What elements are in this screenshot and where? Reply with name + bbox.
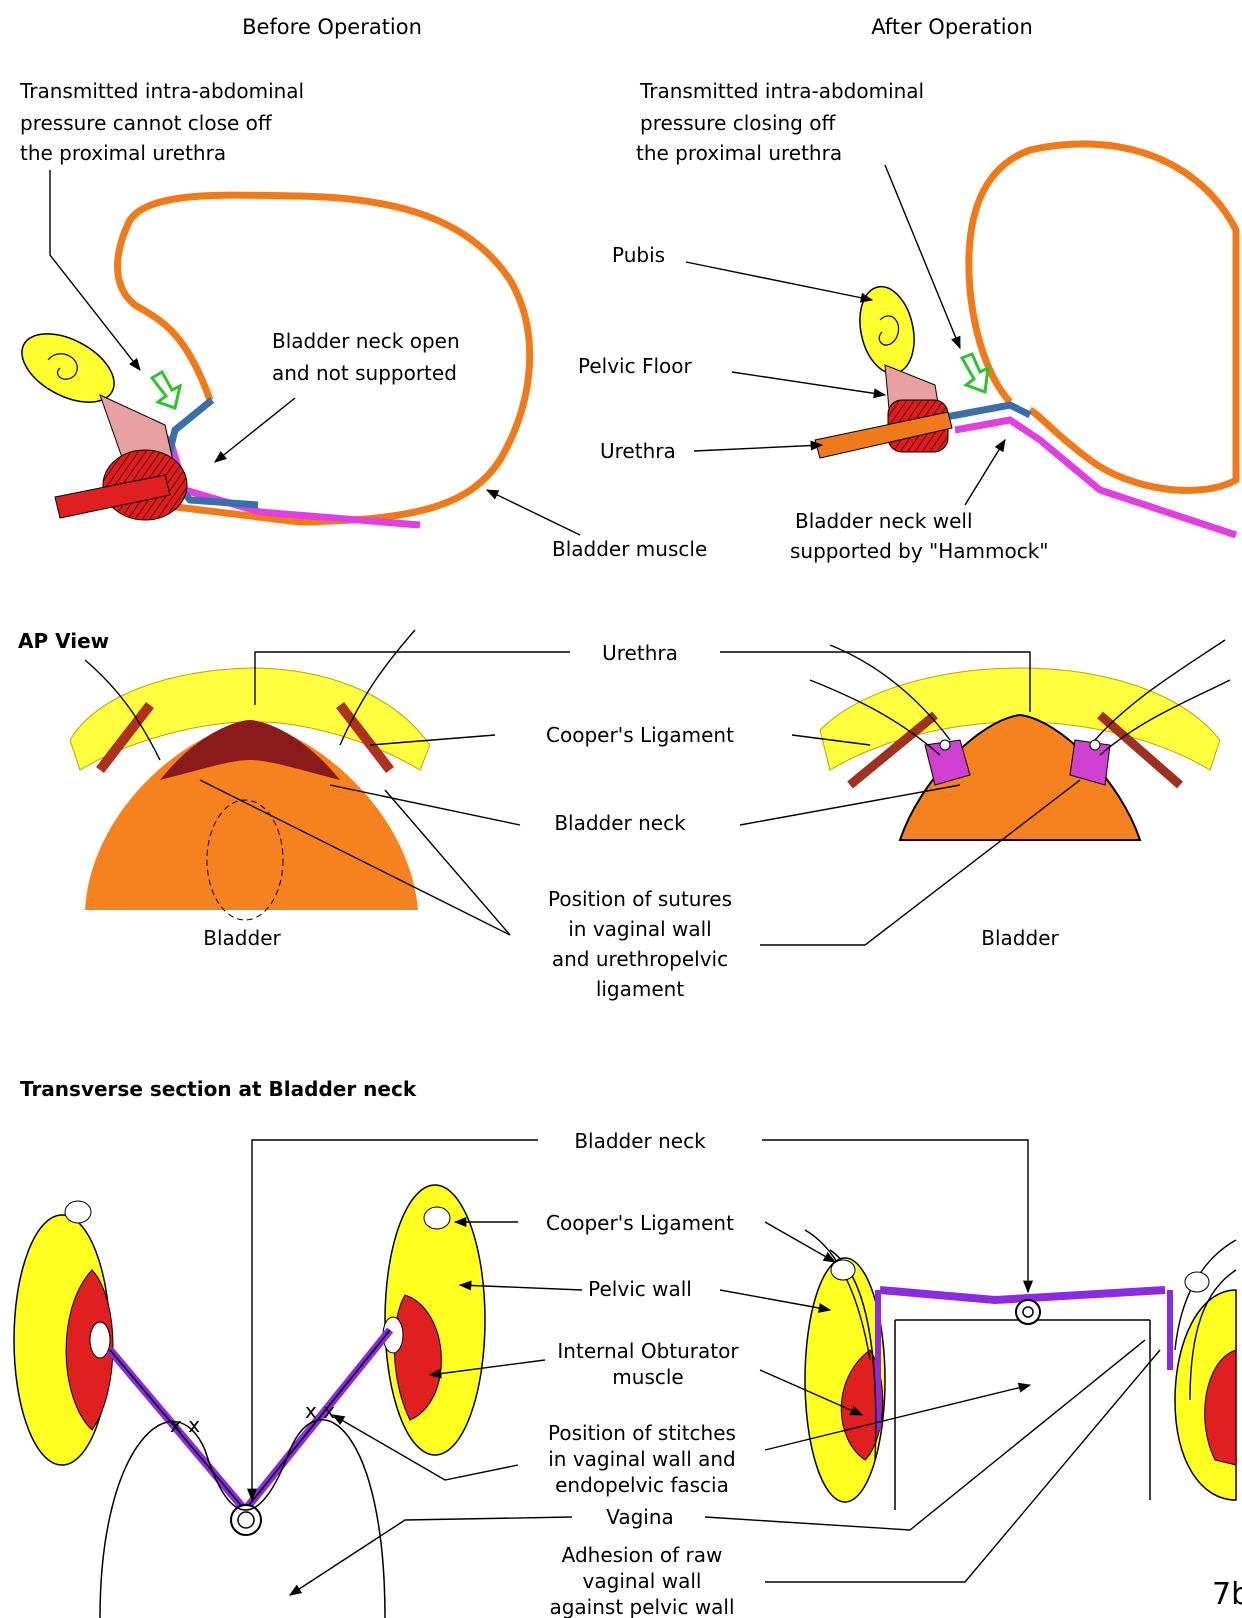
coopers-leader-right — [765, 1222, 835, 1262]
neck-supported-line2: supported by "Hammock" — [790, 539, 1049, 563]
transverse-title: Transverse section at Bladder neck — [20, 1077, 417, 1101]
ap-bladder-left-label: Bladder — [203, 926, 281, 950]
ap-left-illustration — [70, 630, 430, 920]
adhesion-line3: against pelvic wall — [549, 1595, 734, 1618]
left-coopers-knob-r — [424, 1207, 450, 1229]
before-operation-heading: Before Operation — [242, 15, 422, 39]
adhesion-line2: vaginal wall — [583, 1569, 702, 1593]
stitches-line1: Position of stitches — [548, 1421, 736, 1445]
transverse-bladder-neck-label: Bladder neck — [574, 1129, 706, 1153]
pelvic-wall-leader-right — [720, 1290, 830, 1310]
after-operation-sagittal: Transmitted intra-abdominal pressure clo… — [578, 79, 1236, 563]
neck-leader-right — [762, 1140, 1028, 1292]
after-pubis-bone — [852, 282, 921, 379]
bladder-neck-open-line2: and not supported — [272, 361, 457, 385]
neck-supported-line1: Bladder neck well — [795, 509, 973, 533]
bladder-muscle-leader — [487, 490, 580, 535]
left-fascia-outline — [110, 1330, 390, 1510]
pressure-arrow-icon — [152, 372, 180, 408]
page-number: 7b — [1212, 1577, 1242, 1612]
vagina-leader-left — [290, 1517, 572, 1595]
transverse-right-figure — [805, 1230, 1236, 1510]
pelvic-wall-label: Pelvic wall — [588, 1277, 692, 1301]
left-fascia-hammock — [110, 1330, 390, 1510]
vagina-leader-right — [705, 1340, 1145, 1530]
pressure-label-line2: pressure cannot close off — [20, 111, 273, 135]
urethra-leader — [694, 445, 822, 451]
pelvic-floor-label: Pelvic Floor — [578, 354, 692, 378]
ap-sutures-line1: Position of sutures — [548, 887, 732, 911]
right-coopers-knob-r — [1185, 1272, 1209, 1292]
transverse-coopers-label: Cooper's Ligament — [546, 1211, 734, 1235]
bladder-muscle-label: Bladder muscle — [552, 537, 707, 561]
left-coopers-knob-l — [65, 1201, 91, 1223]
bladder-neck-leader — [215, 398, 295, 462]
ap-urethra-label: Urethra — [602, 641, 678, 665]
before-operation-sagittal: Transmitted intra-abdominal pressure can… — [11, 79, 708, 561]
adhesion-line1: Adhesion of raw — [562, 1543, 723, 1567]
obturator-line2: muscle — [612, 1365, 683, 1389]
pubis-label: Pubis — [612, 243, 665, 267]
pelvic-floor-leader — [732, 372, 885, 395]
after-pressure-line1: Transmitted intra-abdominal — [639, 79, 924, 103]
obturator-line1: Internal Obturator — [557, 1339, 739, 1363]
right-fascia-hammock — [880, 1290, 1165, 1300]
after-hammock-line — [955, 420, 1236, 535]
after-operation-heading: After Operation — [871, 15, 1033, 39]
transverse-section: Transverse section at Bladder neck x x x… — [14, 1077, 1242, 1618]
ap-sutures-line4: ligament — [596, 977, 685, 1001]
stitch-marks-right: x x — [305, 1399, 335, 1423]
after-bladder-outline — [969, 144, 1236, 490]
neck-supported-leader — [965, 440, 1005, 505]
ap-bladder-neck-label: Bladder neck — [554, 811, 686, 835]
transverse-left-figure: x x x x — [14, 1185, 485, 1618]
right-vagina-outline — [895, 1320, 1150, 1510]
pubis-leader — [686, 262, 872, 300]
ap-view-title: AP View — [18, 629, 109, 653]
stitches-line3: endopelvic fascia — [555, 1473, 729, 1497]
stitches-line2: in vaginal wall and — [548, 1447, 736, 1471]
ap-right-knot-1 — [940, 740, 950, 750]
pressure-label-line1: Transmitted intra-abdominal — [19, 79, 304, 103]
right-bladder-neck-core — [1023, 1307, 1033, 1317]
vagina-label: Vagina — [606, 1505, 674, 1529]
ap-right-illustration — [810, 640, 1230, 840]
left-bladder-neck-core — [238, 1512, 254, 1528]
bladder-neck-open-line1: Bladder neck open — [272, 329, 460, 353]
right-coopers-knob — [831, 1260, 855, 1280]
after-pressure-line3: the proximal urethra — [636, 141, 842, 165]
ap-sutures-line2: in vaginal wall — [568, 917, 712, 941]
ap-coopers-label: Cooper's Ligament — [546, 723, 734, 747]
ap-view-section: AP View Urethra — [18, 629, 1230, 1001]
after-pressure-line2: pressure closing off — [640, 111, 836, 135]
stitch-marks-left: x x — [170, 1413, 200, 1437]
ap-right-knot-2 — [1090, 740, 1100, 750]
ap-sutures-line3: and urethropelvic — [552, 947, 728, 971]
ap-bladder-right-label: Bladder — [981, 926, 1059, 950]
pressure-label-line3: the proximal urethra — [20, 141, 226, 165]
urethra-label: Urethra — [600, 439, 676, 463]
